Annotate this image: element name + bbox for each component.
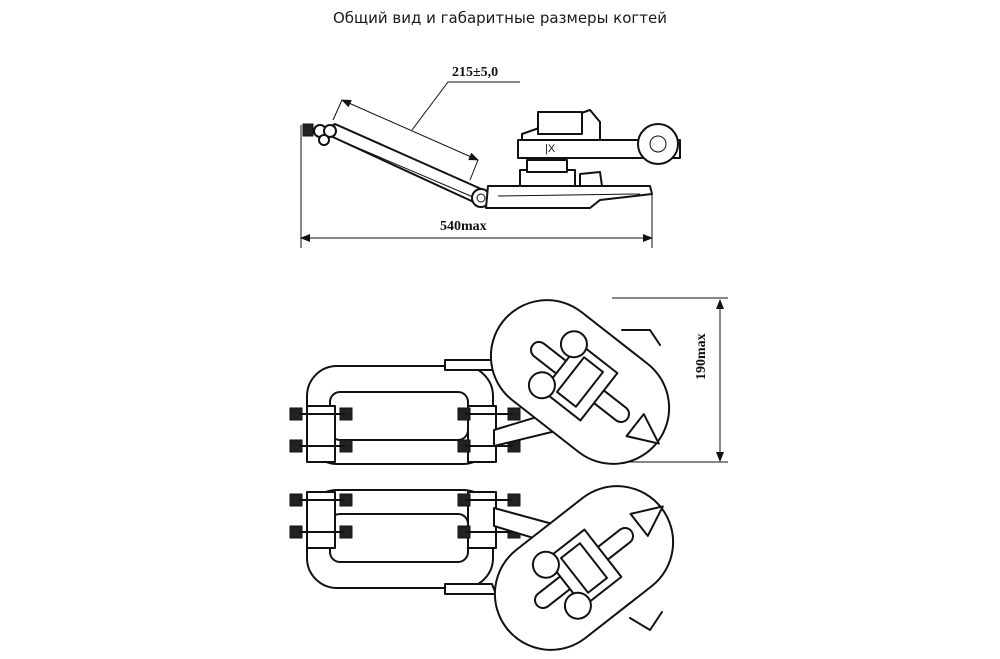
foot-pad-lower [493,485,675,651]
drawing-title: Общий вид и габаритные размеры когтей [332,9,668,27]
side-view: |X [300,81,681,248]
dimension-label-height: 190max [694,333,709,380]
claw-lower [289,485,675,651]
clamp-block [306,405,336,463]
bolt-cluster-left [302,123,337,146]
dimension-leader [411,81,449,131]
strap-bar [321,123,489,205]
dimension-label-width: 540max [440,219,487,234]
dimension-line-length [341,99,479,161]
claw-upper [289,299,671,465]
clamp-roller [637,123,679,165]
svg-text:|X: |X [545,143,556,155]
foot-pad-upper [489,299,671,465]
dimension-label-length: 215±5,0 [452,65,499,80]
top-view [289,297,728,651]
base-plate [485,185,653,209]
